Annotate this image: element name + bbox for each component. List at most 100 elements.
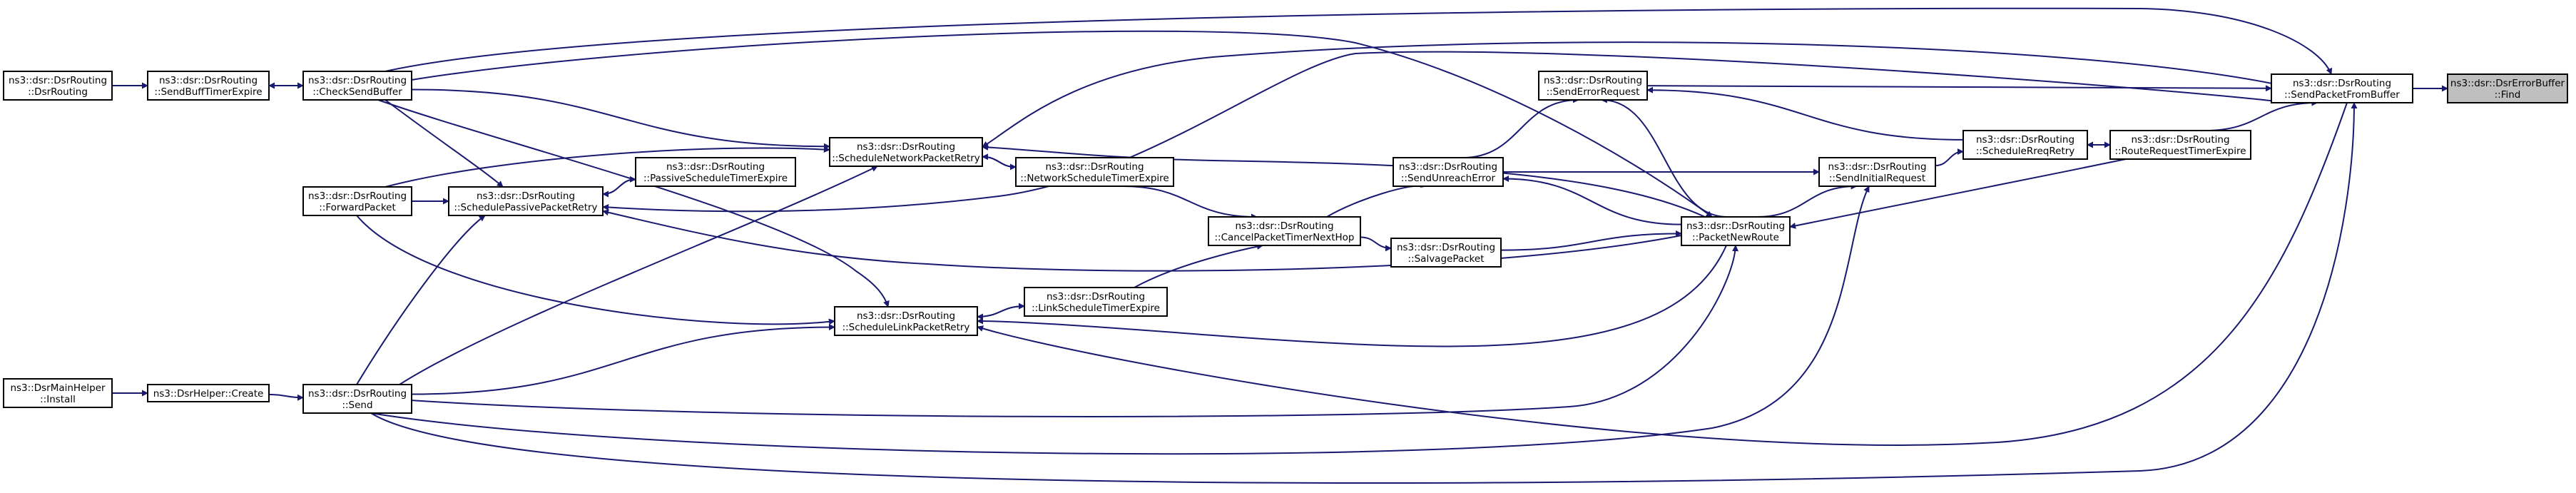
node-label-line: ns3::dsr::DsrRouting — [666, 161, 765, 173]
node-find[interactable]: ns3::dsr::DsrErrorBuffer::Find — [2447, 73, 2568, 103]
edge-sendPacketFromBuffer-to-scheduleNetworkPacketRetry — [982, 41, 2276, 148]
node-label-line: ::ForwardPacket — [319, 202, 396, 213]
node-label-line: ns3::dsr::DsrRouting — [857, 141, 955, 153]
edge-linkScheduleTimerExpire-to-scheduleLinkPacketRetry — [977, 305, 1025, 320]
node-sendBuffTimerExpire[interactable]: ns3::dsr::DsrRouting::SendBuffTimerExpir… — [147, 71, 270, 101]
edge-routeRequestTimerExpire-to-sendPacketFromBuffer — [2204, 99, 2318, 131]
edge-networkScheduleTimerExpire-to-cancelPacketTimerNextHop — [1121, 185, 1258, 220]
node-label-line: ::ScheduleRreqRetry — [1976, 146, 2075, 157]
node-label-line: ns3::dsr::DsrRouting — [1045, 161, 1144, 173]
node-dsrRouting[interactable]: ns3::dsr::DsrRouting::DsrRouting — [3, 71, 113, 101]
node-label-line: ns3::dsr::DsrErrorBuffer — [2450, 78, 2565, 89]
node-box — [448, 186, 604, 216]
node-scheduleNetworkPacketRetry[interactable]: ns3::dsr::DsrRouting::ScheduleNetworkPac… — [829, 137, 983, 167]
edge-cancelPacketTimerNextHop-to-sendUnreachError — [1326, 181, 1427, 218]
edge-scheduleRreqRetry-to-sendErrorRequest — [1646, 86, 1964, 141]
edge-forwardPacket-to-scheduleNetworkPacketRetry — [385, 146, 830, 188]
node-label-line: ::Send — [342, 400, 372, 411]
node-label-line: ns3::dsr::DsrRouting — [308, 190, 407, 202]
node-scheduleLinkPacketRetry[interactable]: ns3::dsr::DsrRouting::ScheduleLinkPacket… — [834, 306, 978, 336]
node-label-line: ::Install — [40, 394, 76, 405]
node-linkScheduleTimerExpire[interactable]: ns3::dsr::DsrRouting::LinkScheduleTimerE… — [1024, 287, 1168, 317]
node-sendInitialRequest[interactable]: ns3::dsr::DsrRouting::SendInitialRequest — [1818, 157, 1936, 187]
node-cancelPacketTimerNextHop[interactable]: ns3::dsr::DsrRouting::CancelPacketTimerN… — [1208, 216, 1361, 246]
node-routeRequestTimerExpire[interactable]: ns3::dsr::DsrRouting::RouteRequestTimerE… — [2109, 130, 2251, 160]
edge-cancelPacketTimerNextHop-to-salvagePacket — [1360, 236, 1392, 252]
node-label-line: ns3::dsr::DsrRouting — [308, 388, 407, 400]
edge-packetNewRoute-to-scheduleNetworkPacketRetry — [982, 143, 1706, 218]
node-box — [1538, 71, 1648, 101]
node-sendErrorRequest[interactable]: ns3::dsr::DsrRouting::SendErrorRequest — [1538, 71, 1648, 101]
node-checkSendBuffer[interactable]: ns3::dsr::DsrRouting::CheckSendBuffer — [302, 71, 412, 101]
node-box — [147, 71, 270, 101]
node-box — [834, 306, 978, 336]
node-schedulePassivePacketRetry[interactable]: ns3::dsr::DsrRouting::SchedulePassivePac… — [448, 186, 604, 216]
node-forwardPacket[interactable]: ns3::dsr::DsrRouting::ForwardPacket — [302, 186, 412, 216]
edge-salvagePacket-to-packetNewRoute — [1500, 230, 1682, 251]
node-box — [147, 384, 270, 402]
node-send[interactable]: ns3::dsr::DsrRouting::Send — [302, 384, 412, 414]
node-label-line: ns3::DsrMainHelper — [10, 382, 106, 394]
node-label-line: ns3::dsr::DsrRouting — [9, 75, 107, 86]
node-label-line: ::CheckSendBuffer — [312, 86, 402, 98]
node-box — [2447, 73, 2568, 103]
node-label-line: ns3::dsr::DsrRouting — [159, 75, 258, 86]
node-label-line: ::SendUnreachError — [1401, 173, 1496, 184]
node-label-line: ns3::dsr::DsrRouting — [857, 310, 955, 322]
node-label-line: ::SchedulePassivePacketRetry — [454, 202, 597, 213]
node-label-line: ::SendPacketFromBuffer — [2284, 89, 2400, 101]
edge-forwardPacket-to-scheduleLinkPacketRetry — [356, 215, 835, 325]
node-label-line: ::PacketNewRoute — [1692, 232, 1779, 243]
node-sendPacketFromBuffer[interactable]: ns3::dsr::DsrRouting::SendPacketFromBuff… — [2271, 73, 2413, 103]
edge-linkScheduleTimerExpire-to-cancelPacketTimerNextHop — [1134, 243, 1263, 288]
node-box — [1962, 130, 2088, 160]
edge-checkSendBuffer-to-packetNewRoute — [411, 30, 1713, 218]
node-salvagePacket[interactable]: ns3::dsr::DsrRouting::SalvagePacket — [1390, 238, 1502, 268]
edge-packetNewRoute-to-sendInitialRequest — [1756, 183, 1858, 218]
node-label-line: ns3::dsr::DsrRouting — [477, 190, 575, 202]
edge-packetNewRoute-to-sendErrorRequest — [1600, 96, 1728, 218]
edge-packetNewRoute-to-schedulePassivePacketRetry — [602, 209, 1682, 272]
edges-layer — [112, 7, 2448, 484]
edge-sendInitialRequest-to-scheduleRreqRetry — [1935, 148, 1964, 167]
node-box — [1393, 157, 1504, 187]
node-label-line: ::ScheduleNetworkPacketRetry — [832, 153, 980, 164]
edge-checkSendBuffer-to-scheduleLinkPacketRetry — [377, 99, 890, 308]
edge-sendPacketFromBuffer-to-scheduleLinkPacketRetry — [977, 102, 2348, 446]
node-box — [2109, 130, 2251, 160]
node-scheduleRreqRetry[interactable]: ns3::dsr::DsrRouting::ScheduleRreqRetry — [1962, 130, 2088, 160]
edge-send-to-packetNewRoute — [399, 245, 1739, 417]
node-box — [302, 186, 412, 216]
edge-send-to-sendPacketFromBuffer — [370, 102, 2358, 484]
node-label-line: ::SendInitialRequest — [1829, 173, 1925, 184]
node-label-line: ::PassiveScheduleTimerExpire — [643, 173, 788, 184]
node-box — [2271, 73, 2413, 103]
edge-sendPacketFromBuffer-to-schedulePassivePacketRetry — [602, 51, 2291, 213]
node-box — [829, 137, 983, 167]
node-box — [1015, 157, 1174, 187]
node-box — [1818, 157, 1936, 187]
node-sendUnreachError[interactable]: ns3::dsr::DsrRouting::SendUnreachError — [1393, 157, 1504, 187]
node-label-line: ns3::dsr::DsrRouting — [1397, 242, 1495, 253]
node-label-line: ns3::dsr::DsrRouting — [1544, 75, 1642, 86]
node-networkScheduleTimerExpire[interactable]: ns3::dsr::DsrRouting::NetworkScheduleTim… — [1015, 157, 1174, 187]
edge-send-to-scheduleNetworkPacketRetry — [399, 166, 878, 385]
node-packetNewRoute[interactable]: ns3::dsr::DsrRouting::PacketNewRoute — [1681, 216, 1791, 246]
node-box — [3, 378, 113, 408]
node-label-line: ::SendErrorRequest — [1547, 86, 1640, 98]
node-box — [1390, 238, 1502, 268]
node-dsrHelperCreate[interactable]: ns3::DsrHelper::Create — [147, 384, 270, 402]
node-mainHelperInstall[interactable]: ns3::DsrMainHelper::Install — [3, 378, 113, 408]
node-label-line: ::DsrRouting — [28, 86, 88, 98]
node-label-line: ::SendBuffTimerExpire — [154, 86, 262, 98]
node-box — [302, 71, 412, 101]
node-label-line: ns3::dsr::DsrRouting — [2293, 78, 2391, 89]
node-box — [1208, 216, 1361, 246]
nodes-layer: ns3::dsr::DsrErrorBuffer::Findns3::dsr::… — [3, 71, 2568, 414]
node-passiveScheduleTimerExpire[interactable]: ns3::dsr::DsrRouting::PassiveScheduleTim… — [635, 157, 796, 187]
node-box — [302, 384, 412, 414]
node-label-line: ns3::dsr::DsrRouting — [1047, 291, 1145, 303]
edge-sendErrorRequest-to-sendPacketFromBuffer — [1646, 85, 2272, 92]
node-label-line: ::LinkScheduleTimerExpire — [1032, 303, 1160, 314]
